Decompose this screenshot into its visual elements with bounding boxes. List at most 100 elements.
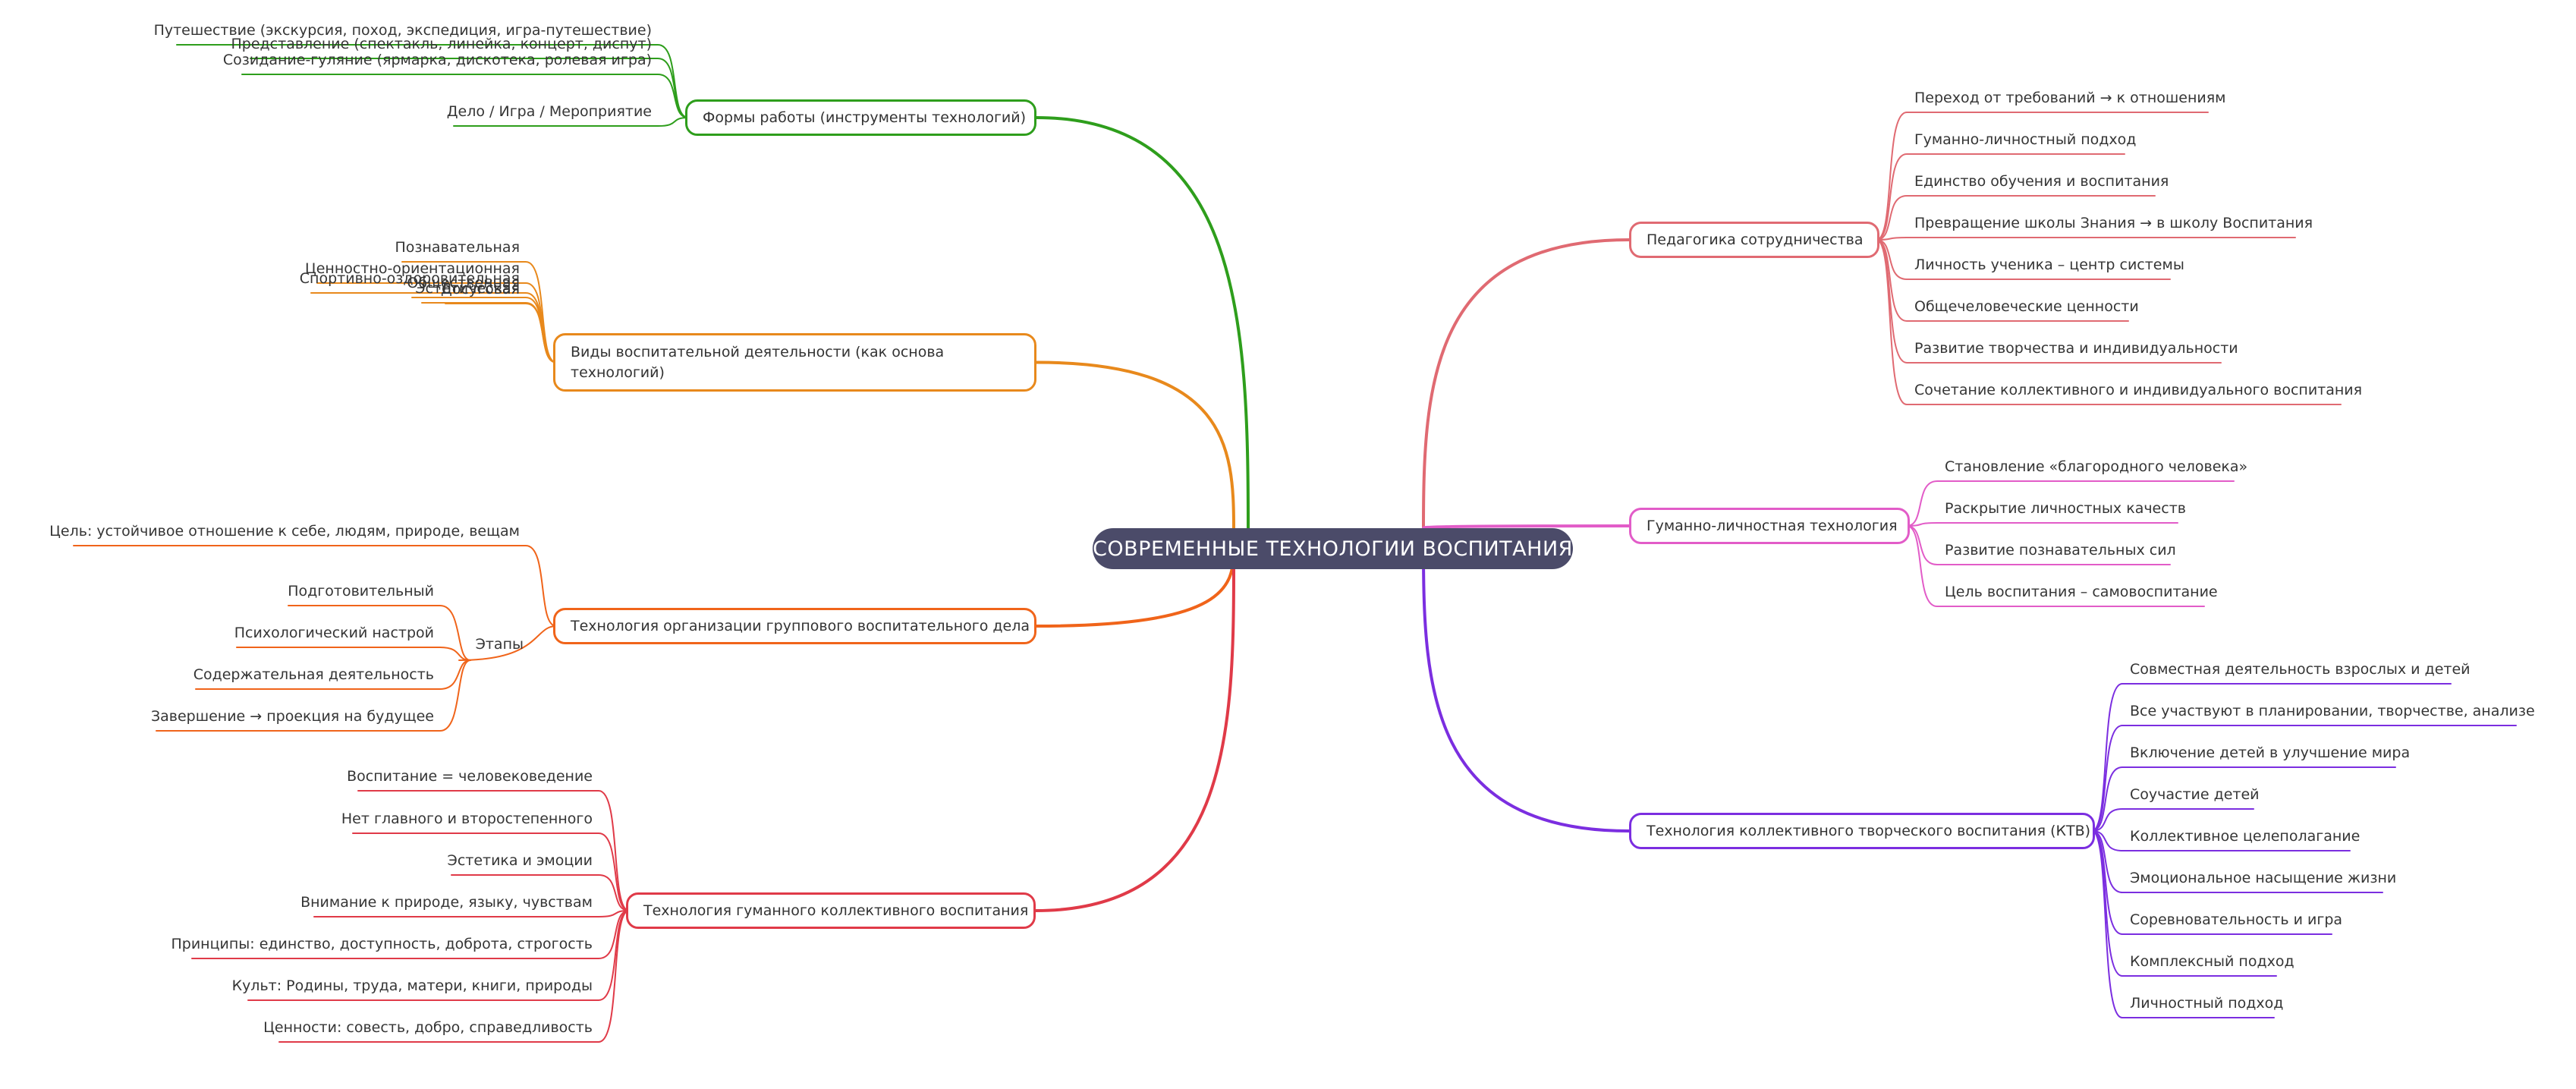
leaf-label[interactable]: Досуговая <box>440 281 520 297</box>
topic-group[interactable]: Технология организации группового воспит… <box>553 608 1036 644</box>
leaf-label[interactable]: Превращение школы Знания → в школу Воспи… <box>1914 215 2313 231</box>
leaf-label[interactable]: Эмоциональное насыщение жизни <box>2130 870 2397 886</box>
leaf-connector <box>352 832 630 911</box>
leaf-label[interactable]: Становление «благородного человека» <box>1945 458 2248 475</box>
leaf-label[interactable]: Совместная деятельность взрослых и детей <box>2130 661 2471 678</box>
leaf-label[interactable]: Принципы: единство, доступность, доброта… <box>171 936 593 952</box>
topic-ktv[interactable]: Технология коллективного творческого вос… <box>1629 813 2095 849</box>
leaf-label[interactable]: Ценностно-ориентационная <box>304 260 520 277</box>
leaf-connector <box>73 545 557 627</box>
leaf-connector <box>313 910 630 917</box>
leaf-label[interactable]: Культ: Родины, труда, матери, книги, при… <box>231 977 593 994</box>
leaf-connector <box>310 292 557 364</box>
leaf-label[interactable]: Цель: устойчивое отношение к себе, людям… <box>49 523 520 540</box>
leaf-connector <box>2091 830 2351 851</box>
branch-connector-forms <box>1035 116 1250 530</box>
leaf-connector <box>2091 725 2517 832</box>
leaf-connector <box>288 605 471 661</box>
leaf-label[interactable]: Сочетание коллективного и индивидуальног… <box>1914 382 2363 398</box>
leaf-connector <box>1906 525 2171 565</box>
leaf-label[interactable]: Цель воспитания – самовоспитание <box>1945 584 2218 600</box>
root-topic-label: СОВРЕМЕННЫЕ ТЕХНОЛОГИИ ВОСПИТАНИЯ <box>1093 537 1573 561</box>
leaf-label[interactable]: Гуманно-личностный подход <box>1914 131 2137 148</box>
leaf-label[interactable]: Соучастие детей <box>2130 786 2260 803</box>
subtopic-label[interactable]: Этапы <box>475 636 524 653</box>
leaf-connector <box>1876 239 2342 405</box>
leaf-label[interactable]: Переход от требований → к отношениям <box>1914 90 2226 106</box>
topic-label: Виды воспитательной деятельности (как ос… <box>571 343 945 381</box>
topic-forms[interactable]: Формы работы (инструменты технологий) <box>685 99 1036 136</box>
leaf-label[interactable]: Все участвуют в планировании, творчестве… <box>2130 703 2535 719</box>
branch-connector-coop <box>1422 238 1631 530</box>
leaf-connector <box>191 910 630 959</box>
leaf-label[interactable]: Развитие творчества и индивидуальности <box>1914 340 2238 357</box>
leaf-label[interactable]: Развитие познавательных сил <box>1945 542 2176 559</box>
leaf-label[interactable]: Комплексный подход <box>2130 953 2294 970</box>
leaf-label[interactable]: Нет главного и второстепенного <box>341 810 593 827</box>
leaf-connector <box>1906 522 2178 527</box>
branch-connector-personal <box>1422 524 1631 530</box>
leaf-label[interactable]: Соревновательность и игра <box>2130 911 2343 928</box>
leaf-label[interactable]: Спортивно-оздоровительная <box>299 270 520 287</box>
leaf-label[interactable]: Личностный подход <box>2130 995 2284 1012</box>
leaf-connector <box>278 910 630 1043</box>
leaf-label[interactable]: Включение детей в улучшение мира <box>2130 744 2411 761</box>
leaf-connector <box>1876 237 2296 241</box>
leaf-label[interactable]: Подготовительный <box>288 583 434 600</box>
topic-label: Педагогика сотрудничества <box>1647 231 1864 248</box>
leaf-connector <box>1876 239 2222 364</box>
leaf-connector <box>1906 480 2235 527</box>
leaf-label[interactable]: Общественная <box>407 275 520 291</box>
leaf-connector <box>1876 112 2209 241</box>
leaf-connector <box>357 790 630 911</box>
leaf-label[interactable]: Коллективное целеполагание <box>2130 828 2361 845</box>
leaf-label[interactable]: Единство обучения и воспитания <box>1914 173 2169 190</box>
leaf-connector <box>195 659 471 690</box>
subtopic-connector <box>458 625 557 661</box>
leaf-label[interactable]: Созидание-гуляние (ярмарка, дискотека, р… <box>222 52 652 68</box>
leaf-connector <box>453 117 689 127</box>
leaf-connector <box>2091 683 2452 832</box>
leaf-label[interactable]: Путешествие (экскурсия, поход, экспедици… <box>153 22 652 39</box>
leaf-label[interactable]: Внимание к природе, языку, чувствам <box>300 894 593 911</box>
topic-kinds[interactable]: Виды воспитательной деятельности (как ос… <box>553 333 1036 392</box>
topic-label: Технология коллективного творческого вос… <box>1647 822 2091 839</box>
topic-label: Гуманно-личностная технология <box>1647 517 1898 534</box>
leaf-connector <box>2091 808 2254 832</box>
leaf-label[interactable]: Содержательная деятельность <box>193 666 434 683</box>
topic-humane[interactable]: Технология гуманного коллективного воспи… <box>626 892 1036 929</box>
leaf-connector <box>1876 195 2156 241</box>
leaf-connector <box>236 647 471 661</box>
leaf-label[interactable]: Представление (спектакль, линейка, конце… <box>231 36 653 52</box>
leaf-connector <box>1876 153 2125 241</box>
leaf-label[interactable]: Дело / Игра / Мероприятие <box>446 103 652 120</box>
leaf-connector <box>156 659 471 732</box>
branch-connector-ktv <box>1422 547 1631 832</box>
leaf-connector <box>247 910 630 1001</box>
leaf-label[interactable]: Завершение → проекция на будущее <box>150 708 434 725</box>
topic-label: Технология организации группового воспит… <box>571 617 1030 634</box>
leaf-label[interactable]: Общечеловеческие ценности <box>1914 298 2139 315</box>
topic-personal[interactable]: Гуманно-личностная технология <box>1629 508 1910 544</box>
root-topic[interactable]: СОВРЕМЕННЫЕ ТЕХНОЛОГИИ ВОСПИТАНИЯ <box>1093 528 1573 569</box>
topic-coop[interactable]: Педагогика сотрудничества <box>1629 222 1879 258</box>
leaf-label[interactable]: Познавательная <box>395 239 520 256</box>
leaf-label[interactable]: Психологический настрой <box>234 625 434 641</box>
leaf-connector <box>2091 766 2396 832</box>
branch-connector-kinds <box>1035 360 1235 530</box>
leaf-label[interactable]: Личность ученика – центр системы <box>1914 257 2184 273</box>
leaf-connector <box>421 302 557 364</box>
topic-label: Формы работы (инструменты технологий) <box>703 109 1027 126</box>
leaf-label[interactable]: Воспитание = человековедение <box>347 768 593 785</box>
topic-label: Технология гуманного коллективного воспи… <box>643 902 1029 919</box>
leaf-connector <box>2091 830 2275 1018</box>
leaf-label[interactable]: Эстетика и эмоции <box>447 852 593 869</box>
leaf-connector <box>176 44 689 118</box>
leaf-connector <box>451 874 630 911</box>
leaf-label[interactable]: Эстетическая <box>415 280 520 297</box>
leaf-connector <box>1906 525 2205 607</box>
leaf-connector <box>2091 830 2383 893</box>
leaf-label[interactable]: Ценности: совесть, добро, справедливость <box>263 1019 593 1036</box>
leaf-label[interactable]: Раскрытие личностных качеств <box>1945 500 2186 517</box>
